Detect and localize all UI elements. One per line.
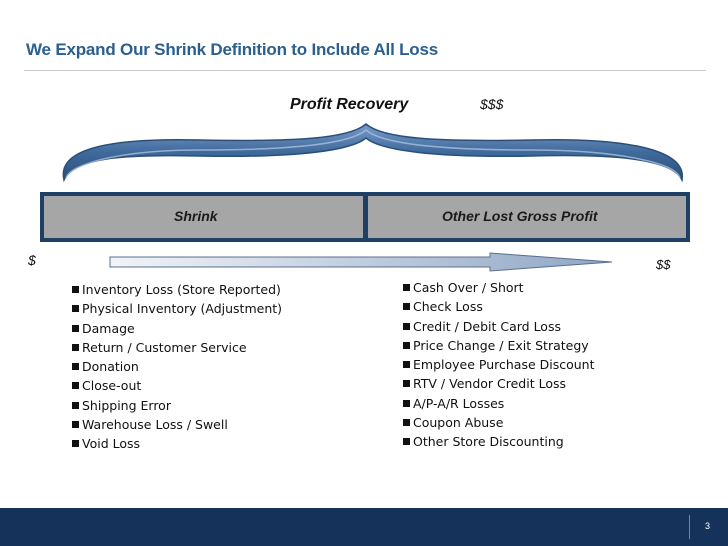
page-number: 3 (705, 521, 711, 531)
list-item: Damage (72, 319, 282, 338)
square-bullet-icon (72, 440, 79, 448)
square-bullet-icon (403, 419, 410, 427)
profit-recovery-amount: $$$ (480, 96, 504, 112)
slide-title: We Expand Our Shrink Definition to Inclu… (26, 40, 439, 59)
square-bullet-icon (72, 401, 79, 409)
footer-separator (689, 515, 690, 539)
list-item: Void Loss (72, 434, 282, 453)
square-bullet-icon (403, 438, 410, 446)
list-item: Physical Inventory (Adjustment) (72, 299, 282, 318)
list-item: Return / Customer Service (72, 338, 282, 357)
list-item: Close-out (72, 376, 282, 395)
axis-high-label: $$ (656, 257, 671, 272)
list-item: Employee Purchase Discount (403, 355, 595, 374)
loss-category-bar: Shrink Other Lost Gross Profit (40, 192, 690, 242)
list-item: Shipping Error (72, 396, 282, 415)
list-item: Inventory Loss (Store Reported) (72, 280, 282, 299)
bar-fill: Shrink Other Lost Gross Profit (44, 192, 686, 242)
list-item: Warehouse Loss / Swell (72, 415, 282, 434)
list-item: Credit / Debit Card Loss (403, 317, 595, 336)
shrink-items-list: Inventory Loss (Store Reported) Physical… (72, 280, 282, 454)
square-bullet-icon (403, 303, 410, 311)
square-bullet-icon (72, 286, 79, 293)
square-bullet-icon (72, 363, 79, 371)
square-bullet-icon (403, 322, 410, 330)
list-item: Check Loss (403, 297, 595, 316)
other-lost-gross-profit-label: Other Lost Gross Profit (442, 208, 598, 224)
square-bullet-icon (72, 382, 79, 390)
square-bullet-icon (403, 380, 410, 388)
square-bullet-icon (72, 343, 79, 351)
square-bullet-icon (403, 361, 410, 369)
axis-low-label: $ (28, 252, 36, 268)
shrink-segment-label: Shrink (174, 208, 218, 224)
list-item: Other Store Discounting (403, 432, 595, 451)
list-item: A/P-A/R Losses (403, 394, 595, 413)
square-bullet-icon (72, 421, 79, 429)
curly-brace-graphic (62, 123, 683, 183)
square-bullet-icon (72, 305, 79, 313)
list-item: Price Change / Exit Strategy (403, 336, 595, 355)
bar-divider (363, 192, 368, 242)
list-item: RTV / Vendor Credit Loss (403, 374, 595, 393)
other-loss-items-list: Cash Over / Short Check Loss Credit / De… (403, 278, 595, 452)
square-bullet-icon (403, 284, 410, 291)
list-item: Coupon Abuse (403, 413, 595, 432)
footer-band: 3 (0, 508, 728, 546)
square-bullet-icon (72, 324, 79, 332)
title-divider (24, 70, 706, 71)
list-item: Donation (72, 357, 282, 376)
square-bullet-icon (403, 341, 410, 349)
profit-recovery-label: Profit Recovery (290, 96, 409, 113)
square-bullet-icon (403, 399, 410, 407)
list-item: Cash Over / Short (403, 278, 595, 297)
